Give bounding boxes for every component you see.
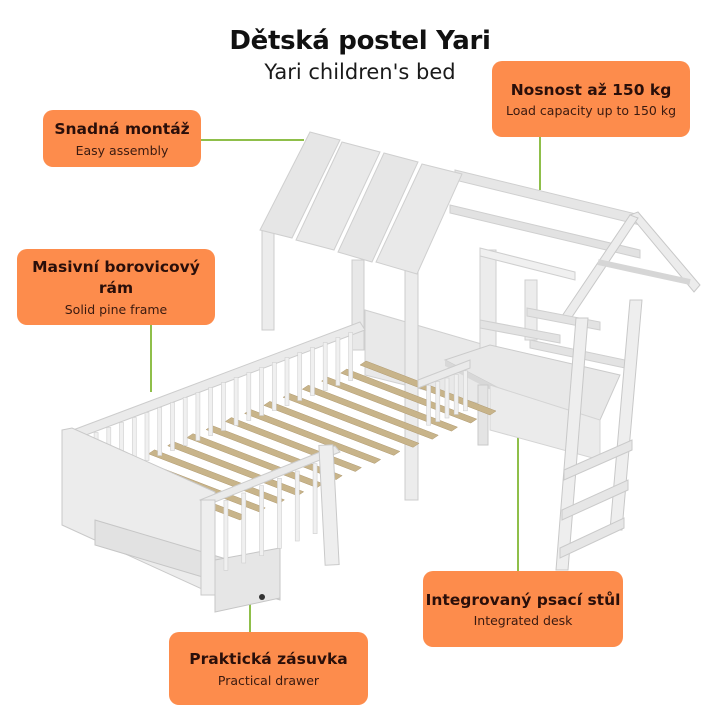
callout-subtitle: Load capacity up to 150 kg [505, 103, 677, 119]
page-subtitle: Yari children's bed [264, 60, 456, 84]
spindle [277, 478, 282, 549]
slat [301, 384, 439, 440]
spindle [284, 357, 290, 406]
spindle [271, 362, 277, 411]
spindle [444, 377, 450, 419]
callout-title: Snadná montáž [54, 120, 190, 139]
ladder [555, 299, 643, 571]
spindle [170, 402, 175, 451]
spindle [310, 347, 315, 396]
callout-title: Nosnost až 150 kg [510, 80, 672, 99]
callout-subtitle: Solid pine frame [64, 301, 168, 317]
spindle [426, 384, 431, 426]
shelf-unit [479, 247, 626, 381]
callout-load-capacity: Nosnost až 150 kg Load capacity up to 15… [492, 61, 690, 137]
callout-subtitle: Easy assembly [75, 142, 169, 158]
spindle [195, 392, 201, 441]
spindle [335, 337, 341, 386]
spindle [312, 463, 318, 534]
back-rail-spindles [81, 332, 353, 486]
callout-integrated-desk: Integrovaný psací stůl Integrated desk [423, 571, 623, 647]
roof [259, 131, 463, 275]
spindle [223, 500, 229, 571]
callout-title: Praktická zásuvka [189, 650, 348, 669]
spindle [297, 352, 303, 401]
callout-solid-pine-frame: Masivní borovicový rám Solid pine frame [17, 249, 215, 325]
callout-title: Integrovaný psací stůl [425, 590, 621, 609]
spindle [144, 412, 150, 461]
spindle [208, 387, 213, 436]
spindle [157, 407, 163, 456]
callout-subtitle: Integrated desk [473, 613, 573, 629]
spindle [322, 342, 328, 391]
spindle [233, 377, 239, 426]
spindle [259, 367, 264, 416]
right-rail-spindles [426, 370, 468, 426]
spindle [348, 332, 353, 381]
callout-title: Masivní borovicový rám [32, 258, 200, 297]
bed-frame [61, 131, 701, 613]
spindle [453, 374, 459, 415]
spindle [182, 397, 188, 446]
spindle [435, 381, 441, 422]
spindle [241, 492, 247, 564]
spindle [294, 470, 300, 542]
front-guard-spindles [223, 463, 318, 571]
drawer [94, 519, 281, 613]
spindle [246, 372, 252, 421]
callout-easy-assembly: Snadná montáž Easy assembly [43, 110, 201, 167]
page-title: Dětská postel Yari [229, 26, 491, 56]
slat [263, 401, 401, 456]
spindle [463, 370, 468, 412]
callout-practical-drawer: Praktická zásuvka Practical drawer [169, 632, 368, 705]
spindle [221, 382, 226, 431]
callout-subtitle: Practical drawer [217, 672, 320, 688]
spindle [259, 485, 264, 556]
